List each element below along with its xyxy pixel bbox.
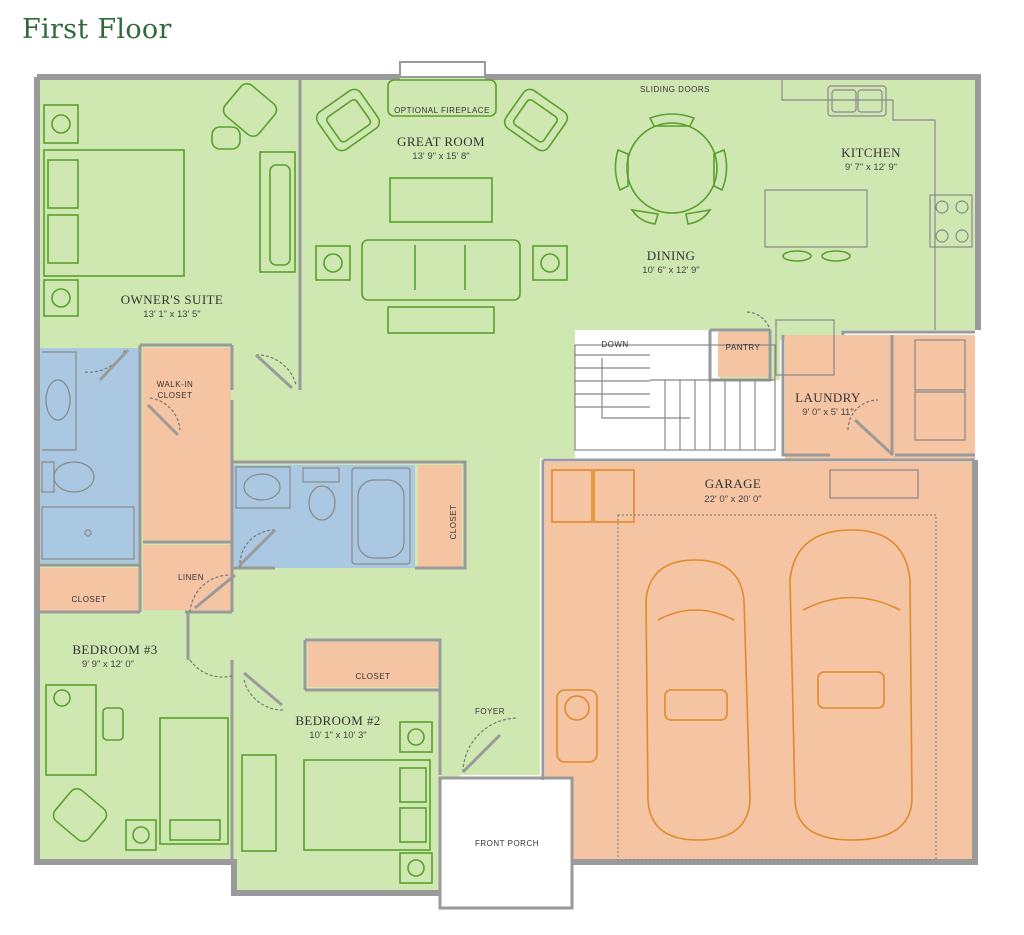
- owners-suite-furniture: [43, 83, 296, 317]
- room-fills: [40, 75, 975, 910]
- owner-bath-fill: [40, 348, 140, 563]
- side-table-right: [532, 245, 568, 281]
- fireplace-hearth: [387, 79, 497, 117]
- kitchen-island: [764, 189, 868, 248]
- owners-suite-dims: 13' 1" x 13' 5": [143, 309, 200, 320]
- pantry-label: PANTRY: [726, 343, 761, 352]
- dining-name: DINING: [647, 248, 696, 263]
- kitchen-name: KITCHEN: [841, 145, 901, 160]
- owners-bed: [43, 149, 185, 277]
- dining-dims: 10' 6" x 12' 9": [642, 265, 699, 276]
- bedroom3-dims: 9' 9" x 12' 0": [82, 659, 134, 670]
- walkin-closet-fill: [143, 348, 231, 540]
- kitchen-dims: 9' 7" x 12' 9": [845, 162, 897, 173]
- closet-bed2-label: CLOSET: [355, 672, 390, 681]
- foyer-label: FOYER: [475, 707, 505, 716]
- closet-left-label: CLOSET: [71, 595, 106, 604]
- car-left: [645, 559, 751, 841]
- closet-left-fill: [40, 568, 138, 612]
- car-right: [789, 529, 913, 841]
- garage-name: GARAGE: [705, 476, 762, 491]
- dresser2: [241, 754, 277, 852]
- exterior-walls: [34, 61, 981, 896]
- living-area-fill: [40, 75, 975, 890]
- side-table-left: [315, 245, 351, 281]
- laundry-dims: 9' 0" x 5' 11": [802, 407, 853, 418]
- ottoman: [387, 306, 495, 334]
- dining-table: [626, 122, 718, 214]
- bed3: [159, 717, 229, 845]
- dining-furniture: [614, 113, 728, 225]
- laundry-fill: [785, 335, 975, 460]
- great-room-dims: 13' 9" x 15' 8": [412, 151, 469, 162]
- pantry-fill: [718, 332, 768, 377]
- sliding-doors-label: SLIDING DOORS: [640, 85, 710, 94]
- doors: [84, 311, 771, 774]
- laundry-fixtures: [847, 339, 966, 457]
- desk: [45, 684, 97, 776]
- bedroom3-furniture: [45, 684, 229, 851]
- closet-bath-label: CLOSET: [449, 504, 458, 539]
- coffee-table: [389, 177, 493, 223]
- dryer: [914, 391, 966, 441]
- room-labels: OPTIONAL FIREPLACE SLIDING DOORS GREAT R…: [71, 85, 901, 848]
- linen-label: LINEN: [178, 573, 204, 582]
- sofa: [361, 239, 521, 301]
- garage-dims: 22' 0" x 20' 0": [704, 494, 761, 505]
- stairs: [574, 344, 776, 451]
- laundry-name: LAUNDRY: [795, 390, 861, 405]
- closet-bath-fill: [418, 465, 462, 568]
- great-room-name: GREAT ROOM: [397, 134, 485, 149]
- armchair-left: [315, 88, 381, 152]
- bed2: [303, 759, 431, 851]
- kitchen-fixtures: [764, 80, 973, 376]
- bath-fixtures: [41, 351, 411, 565]
- armchair-right: [503, 88, 569, 152]
- bedroom3-name: BEDROOM #3: [72, 642, 157, 657]
- bedroom2-dims: 10' 1" x 10' 3": [309, 730, 366, 741]
- walkin-label-2: CLOSET: [157, 391, 192, 400]
- bedroom2-name: BEDROOM #2: [295, 713, 380, 728]
- garage-fill: [545, 462, 975, 860]
- closet-bed2-fill: [308, 642, 438, 687]
- down-label: DOWN: [601, 340, 628, 349]
- front-porch-label: FRONT PORCH: [475, 839, 539, 848]
- fireplace-label: OPTIONAL FIREPLACE: [394, 106, 490, 115]
- walkin-label-1: WALK-IN: [157, 380, 194, 389]
- bedroom2-furniture: [241, 721, 433, 884]
- dresser: [259, 151, 296, 273]
- garage-contents: [551, 469, 937, 861]
- owners-suite-name: OWNER'S SUITE: [121, 292, 224, 307]
- lawn-mower: [556, 689, 598, 763]
- great-room-furniture: [315, 79, 569, 334]
- washer: [914, 339, 966, 391]
- front-porch-fill: [438, 776, 574, 910]
- page-title: First Floor: [22, 14, 172, 45]
